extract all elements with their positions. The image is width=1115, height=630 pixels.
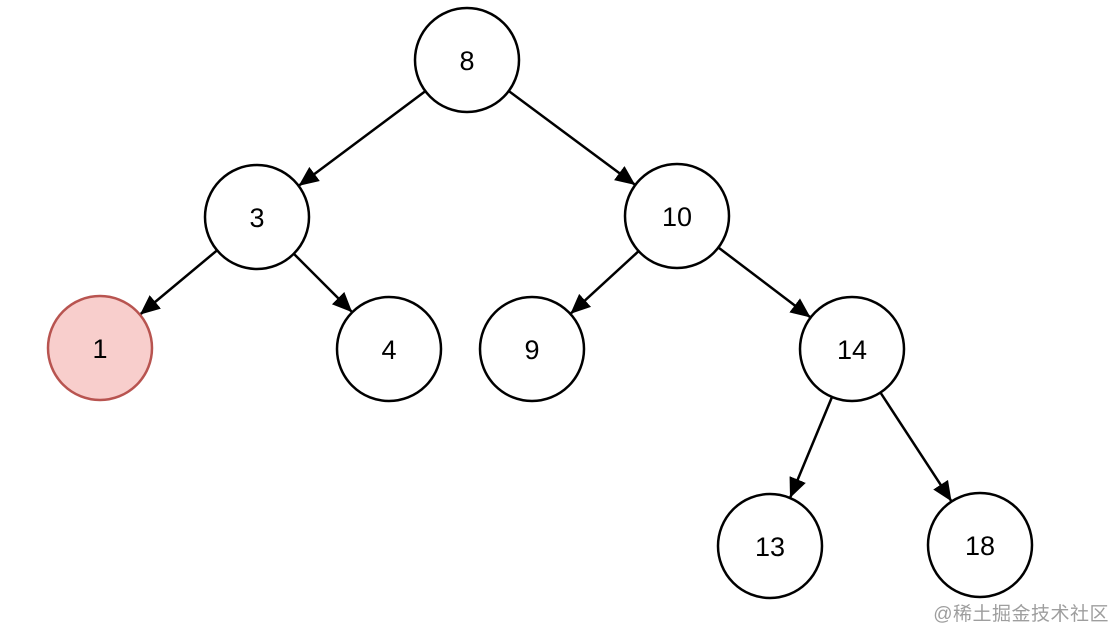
- tree-node-9: 9: [478, 295, 586, 403]
- node-label: 3: [249, 203, 264, 233]
- edge-3-to-1: [139, 249, 218, 315]
- node-label: 4: [381, 335, 396, 365]
- edge-14-to-18: [879, 391, 953, 502]
- tree-node-10: 10: [623, 162, 731, 270]
- tree-node-13: 13: [716, 492, 824, 600]
- tree-node-4: 4: [335, 295, 443, 403]
- edge-10-to-9: [570, 250, 640, 315]
- node-circle: [335, 295, 443, 403]
- node-circle: [478, 295, 586, 403]
- edge-8-to-10: [507, 89, 636, 186]
- node-label: 10: [662, 202, 692, 232]
- node-circle: [623, 162, 731, 270]
- edge-8-to-3: [298, 90, 427, 187]
- node-circle-highlighted: [46, 294, 154, 402]
- node-circle: [926, 491, 1034, 599]
- node-label: 9: [524, 335, 539, 365]
- node-label: 1: [92, 334, 107, 364]
- node-circle: [413, 6, 521, 114]
- edge-14-to-13: [789, 396, 834, 499]
- edge-3-to-4: [292, 252, 353, 313]
- edge-10-to-14: [717, 246, 811, 318]
- watermark: @稀土掘金技术社区: [933, 604, 1109, 625]
- tree-node-8: 8: [413, 6, 521, 114]
- tree-node-1: 1: [46, 294, 154, 402]
- node-label: 13: [755, 532, 785, 562]
- node-label: 8: [459, 46, 474, 76]
- node-circle: [203, 163, 311, 271]
- node-circle: [716, 492, 824, 600]
- node-circle: [798, 295, 906, 403]
- tree-node-14: 14: [798, 295, 906, 403]
- node-label: 14: [837, 335, 867, 365]
- tree-edges: [139, 89, 953, 502]
- tree-node-18: 18: [926, 491, 1034, 599]
- node-label: 18: [965, 531, 995, 561]
- tree-node-3: 3: [203, 163, 311, 271]
